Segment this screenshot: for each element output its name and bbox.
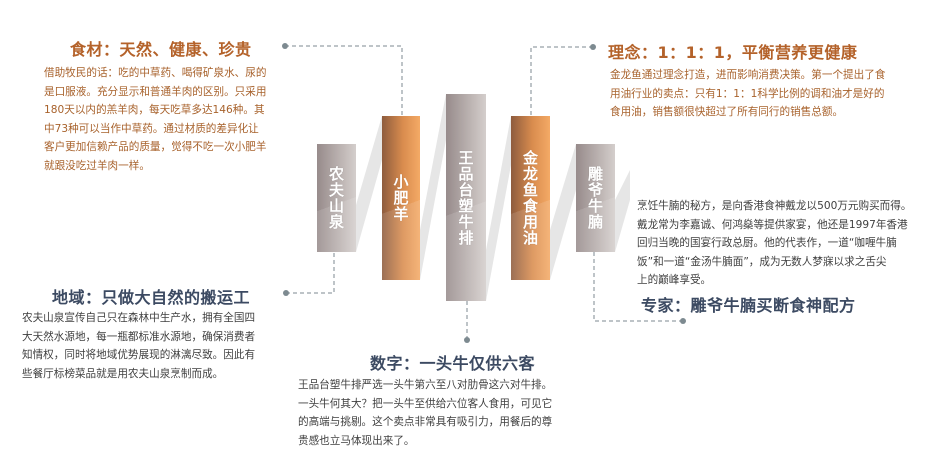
food-body: 借助牧民的话：吃的中草药、喝得矿泉水、尿的 是口服液。充分显示和普通羊肉的区别。… [44, 64, 266, 175]
pillar-jinlongyu: 金龙鱼食用油 [511, 116, 550, 280]
pillar-wangpin: 王品台塑牛排 [446, 94, 486, 301]
pillar-label: 王品台塑牛排 [456, 149, 475, 246]
shadow-4 [550, 144, 576, 280]
dot-region [283, 290, 289, 296]
pillar-xiaofeiyang: 小肥羊 [382, 116, 420, 280]
shadow-2 [420, 94, 446, 280]
connector-expert [593, 252, 683, 322]
dot-expert [680, 318, 686, 324]
food-line: 客户更加信赖产品的质量，觉得不吃一次小肥羊 [44, 141, 267, 153]
concept-title: 理念：1：1：1，平衡营养更健康 [608, 43, 858, 62]
expert-title: 专家：雕爷牛腩买断食神配方 [641, 296, 856, 315]
dot-number [464, 337, 470, 343]
expert-line: 戴龙常为李嘉诚、何鸿燊等提供家宴，他还是1997年香港 [637, 218, 908, 231]
number-line: 王品台塑牛排严选一头牛第六至八对肋骨这六对牛排。 [298, 379, 553, 391]
number-line: 贵感也立马体现出来了。 [298, 434, 415, 447]
pillar-label: 雕爷牛腩 [586, 166, 604, 230]
pillar-diaoye: 雕爷牛腩 [576, 144, 615, 252]
shadow-3 [486, 116, 511, 301]
shadow-1 [356, 116, 382, 252]
food-line: 就跟没吃过羊肉一样。 [44, 159, 150, 172]
connector-concept [530, 46, 593, 116]
connector-food [285, 45, 403, 116]
region-body: 农夫山泉宣传自己只在森林中生产水，拥有全国四 大天然水源地，每一瓶都标准水源地，… [22, 309, 255, 383]
number-line: 的高端与挑剔。这个卖点非常具有吸引力，用餐后的尊 [298, 416, 553, 428]
concept-line: 食用油，销售额很快超过了所有同行的销售总额。 [610, 106, 844, 118]
pillar-shadows [356, 94, 630, 301]
pillar-label: 金龙鱼食用油 [521, 150, 539, 246]
concept-line: 用油行业的卖点：只有1：1：1科学比例的调和油才是好的 [610, 87, 885, 100]
number-title: 数字：一头牛仅供六客 [370, 354, 536, 373]
shadow-5 [615, 170, 630, 252]
number-body: 王品台塑牛排严选一头牛第六至八对肋骨这六对牛排。 一头牛何其大？把一头牛至供给六… [298, 376, 552, 450]
number-line: 一头牛何其大？把一头牛至供给六位客人食用，可见它 [298, 397, 553, 410]
region-line: 些餐厅标榜菜品就是用农夫山泉烹制而成。 [22, 367, 224, 380]
dot-food [282, 43, 288, 49]
expert-line: 烹饪牛腩的秘方，是向香港食神戴龙以500万元购买而得。 [637, 200, 912, 212]
expert-line: 上的巅峰享受。 [637, 274, 712, 286]
region-line: 农夫山泉宣传自己只在森林中生产水，拥有全国四 [22, 312, 256, 324]
food-title: 食材：天然、健康、珍贵 [70, 40, 252, 59]
expert-line: 回归当晚的国宴行政总厨。他的代表作，一道“咖喱牛腩 [637, 237, 897, 249]
concept-body: 金龙鱼通过理念打造，进而影响消费决策。第一个提出了食 用油行业的卖点：只有1：1… [610, 66, 885, 122]
dot-concept [590, 44, 596, 50]
food-line: 180天以内的羔羊肉，每天吃草多达146种。其 [44, 104, 265, 116]
expert-body: 烹饪牛腩的秘方，是向香港食神戴龙以500万元购买而得。 戴龙常为李嘉诚、何鸿燊等… [637, 197, 911, 290]
food-line: 借助牧民的话：吃的中草药、喝得矿泉水、尿的 [44, 67, 267, 79]
concept-line: 金龙鱼通过理念打造，进而影响消费决策。第一个提出了食 [610, 69, 886, 81]
region-title: 地域：只做大自然的搬运工 [52, 288, 251, 307]
pillar-label: 小肥羊 [391, 174, 410, 222]
food-line: 是口服液。充分显示和普通羊肉的区别。只采用 [44, 85, 267, 98]
food-line: 中73种可以当作中草药。通过材质的差异化让 [44, 122, 259, 135]
pillar-label: 农夫山泉 [327, 166, 345, 230]
connector-region [286, 252, 335, 294]
pillar-nongfu: 农夫山泉 [317, 144, 356, 252]
expert-line: 饭”和一道“金汤牛腩面”，成为无数人梦寐以求之舌尖 [637, 255, 887, 268]
region-line: 大天然水源地，每一瓶都标准水源地，确保消费者 [22, 330, 256, 343]
region-line: 知情权，同时将地域优势展现的淋漓尽致。因此有 [22, 349, 256, 361]
